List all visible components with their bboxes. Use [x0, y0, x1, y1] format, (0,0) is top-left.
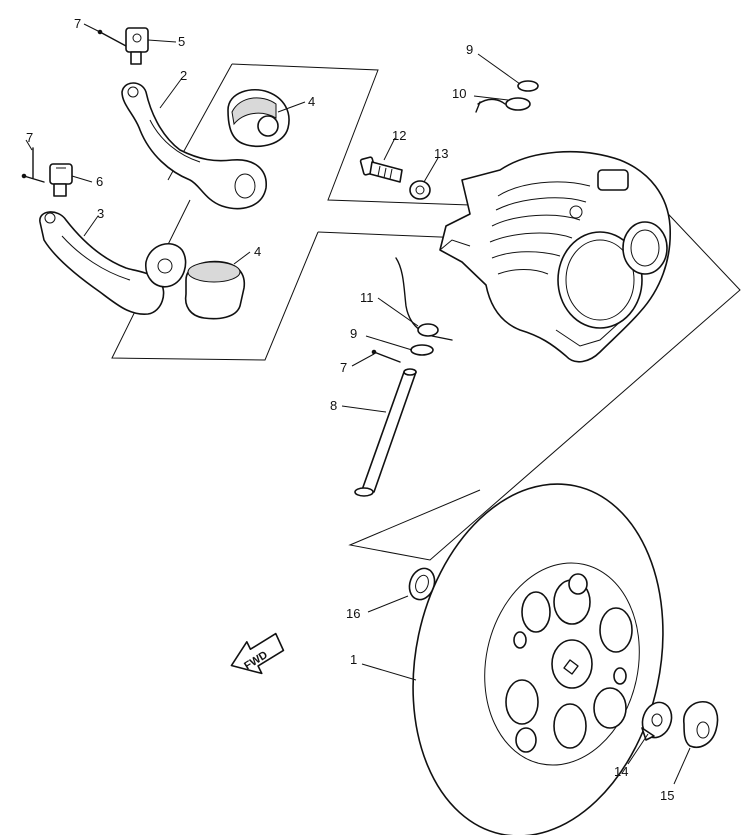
callout-4-upper: 4	[308, 94, 315, 109]
clip-11	[395, 257, 453, 341]
callout-labels: 7 5 2 4 7 6 3 4 12 13 9 10 11 9 7 8 16 1…	[26, 16, 674, 803]
callout-7-mid: 7	[26, 130, 33, 145]
callout-13: 13	[434, 146, 448, 161]
bolt-12	[359, 156, 403, 183]
callout-8: 8	[330, 398, 337, 413]
callout-2: 2	[180, 68, 187, 83]
callout-10: 10	[452, 86, 466, 101]
callout-9-top: 9	[466, 42, 473, 57]
arm-2	[121, 82, 267, 210]
bleeder-screw-10	[475, 97, 531, 113]
callout-4-lower: 4	[254, 244, 261, 259]
bleeder-cap-9-top	[517, 80, 539, 92]
fwd-arrow: FWD	[230, 632, 285, 675]
pin-7-mid	[21, 147, 45, 183]
piston-4-upper	[227, 88, 290, 148]
callout-9-lower: 9	[350, 326, 357, 341]
block-5	[125, 27, 149, 65]
callout-16: 16	[346, 606, 360, 621]
arm-3	[39, 211, 187, 315]
callout-5: 5	[178, 34, 185, 49]
lock-washer-14	[641, 701, 673, 741]
washer-16	[408, 567, 436, 601]
piston-4-lower	[184, 260, 246, 320]
washer-9-lower	[410, 344, 434, 356]
callout-11: 11	[360, 290, 374, 305]
callout-7-lower: 7	[340, 360, 347, 375]
collar-13	[409, 180, 431, 200]
nut-15	[683, 700, 719, 748]
callout-7-top: 7	[74, 16, 81, 31]
pin-7-lower	[371, 349, 401, 363]
callout-6: 6	[96, 174, 103, 189]
brake-disc-1	[412, 483, 664, 835]
pin-7-top	[97, 29, 127, 47]
block-6	[49, 163, 73, 197]
pin-8	[354, 368, 417, 497]
callout-3: 3	[97, 206, 104, 221]
assembly-outline-disc	[348, 199, 741, 561]
callout-15: 15	[660, 788, 674, 803]
assembly-outline-upper	[111, 63, 471, 361]
callout-1: 1	[350, 652, 357, 667]
callout-12: 12	[392, 128, 406, 143]
leader-lines	[25, 23, 691, 785]
caliper-body	[439, 150, 671, 363]
callout-14: 14	[614, 764, 628, 779]
